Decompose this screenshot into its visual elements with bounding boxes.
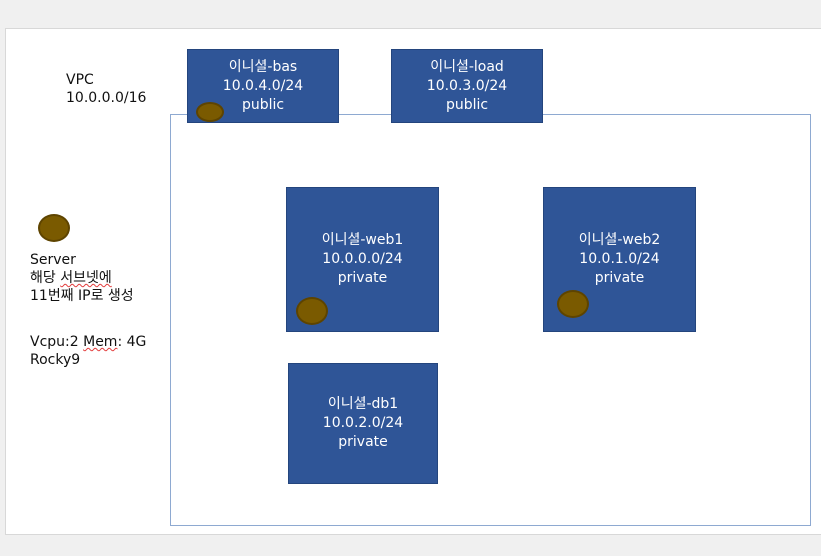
spec-b: Mem [83,334,118,350]
os-label: Rocky9 [30,352,81,368]
subnet-name: 이니셜-bas [228,58,298,75]
vpc-title: VPC [66,72,94,88]
legend-line2: 11번째 IP로 생성 [30,288,134,304]
subnet-name: 이니셜-load [430,58,504,75]
subnet-cidr: 10.0.4.0/24 [222,77,304,94]
subnet-name: 이니셜-web1 [321,232,404,248]
legend-line1-b: 서브넷에 [60,270,112,286]
subnet-name: 이니셜-db1 [327,396,399,412]
subnet-cidr: 10.0.3.0/24 [426,77,508,94]
subnet-type: private [338,434,388,450]
subnet-type: private [594,270,645,286]
subnet-db1: 이니셜-db1 10.0.2.0/24 private [288,363,438,484]
spec-a: Vcpu:2 [30,334,84,350]
spec-c: : 4G [117,334,147,350]
diagram-canvas: VPC 10.0.0.0/16 이니셜-bas 10.0.4.0/24 publ… [5,28,821,535]
server-label: Server [30,252,76,268]
server-icon-bas [196,102,224,122]
subnet-name: 이니셜-web2 [578,232,661,248]
legend-line1-a: 해당 [30,270,61,286]
server-icon-web1 [296,297,328,325]
subnet-type: public [241,96,285,113]
vpc-label: VPC 10.0.0.0/16 [66,71,146,107]
subnet-cidr: 10.0.1.0/24 [579,251,660,267]
subnet-load: 이니셜-load 10.0.3.0/24 public [391,49,543,123]
spec-text: Vcpu:2 Mem: 4G Rocky9 [30,333,146,369]
server-legend-text: Server 해당 서브넷에 11번째 IP로 생성 [30,251,134,305]
subnet-type: private [337,270,388,286]
subnet-type: public [445,96,489,113]
vpc-boundary [170,114,811,526]
subnet-cidr: 10.0.0.0/24 [322,251,403,267]
server-legend-icon [38,214,70,242]
server-icon-web2 [557,290,589,318]
vpc-cidr: 10.0.0.0/16 [66,90,147,106]
subnet-cidr: 10.0.2.0/24 [322,415,404,431]
